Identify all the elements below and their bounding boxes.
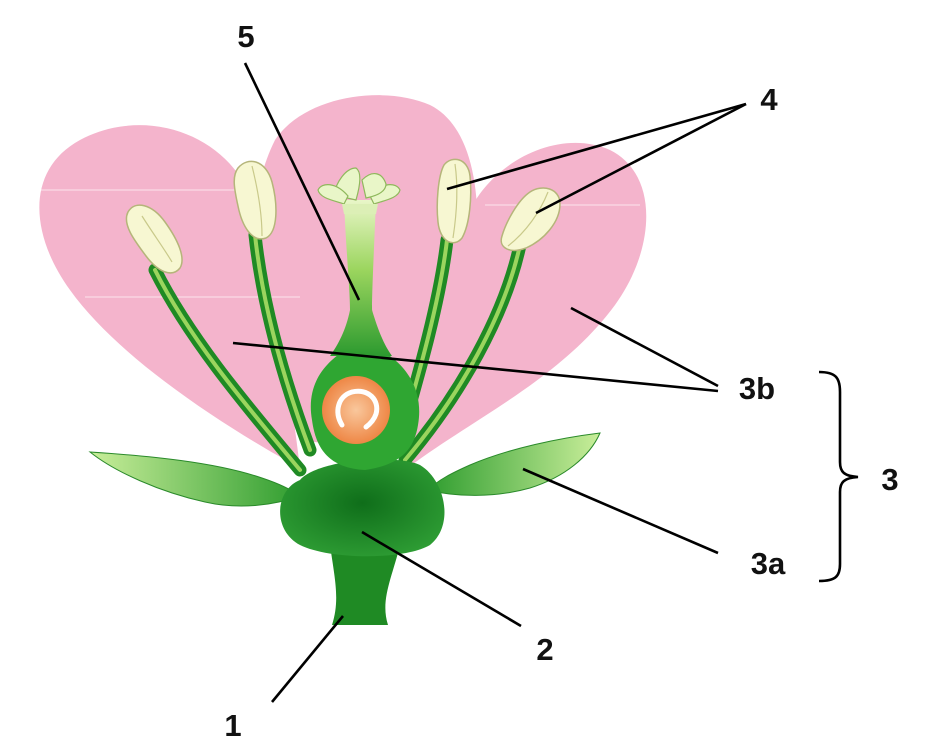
label-4: 4 [760, 82, 778, 117]
anther-4 [500, 187, 561, 252]
leader-2 [361, 530, 522, 628]
pistil [310, 167, 420, 470]
bracket-3 [818, 370, 859, 583]
stigma [317, 167, 401, 214]
anther-2 [233, 160, 277, 240]
sepal-right [427, 432, 601, 496]
receptacle [280, 459, 445, 557]
anther-3 [436, 158, 472, 244]
leader-5 [243, 62, 361, 301]
leader-lines [232, 62, 859, 703]
label-1: 1 [224, 708, 241, 743]
labels: 1 2 3 3a 3b 4 5 [224, 19, 898, 743]
receptacle-group [280, 459, 445, 625]
ovule-chamber [322, 376, 390, 444]
leader-3b-left [232, 341, 719, 393]
leader-3b-right [570, 306, 719, 388]
ovule [335, 388, 380, 430]
label-3b: 3b [739, 371, 775, 406]
leader-1 [270, 615, 345, 703]
style [330, 200, 392, 356]
leader-4-left [446, 102, 747, 191]
label-5: 5 [237, 19, 254, 54]
label-3a: 3a [751, 546, 786, 581]
sepal-left [88, 451, 302, 507]
leader-4-right [535, 102, 747, 215]
label-3: 3 [881, 462, 898, 497]
peduncle [330, 545, 400, 625]
label-2: 2 [536, 632, 553, 667]
leader-3a [522, 467, 719, 555]
